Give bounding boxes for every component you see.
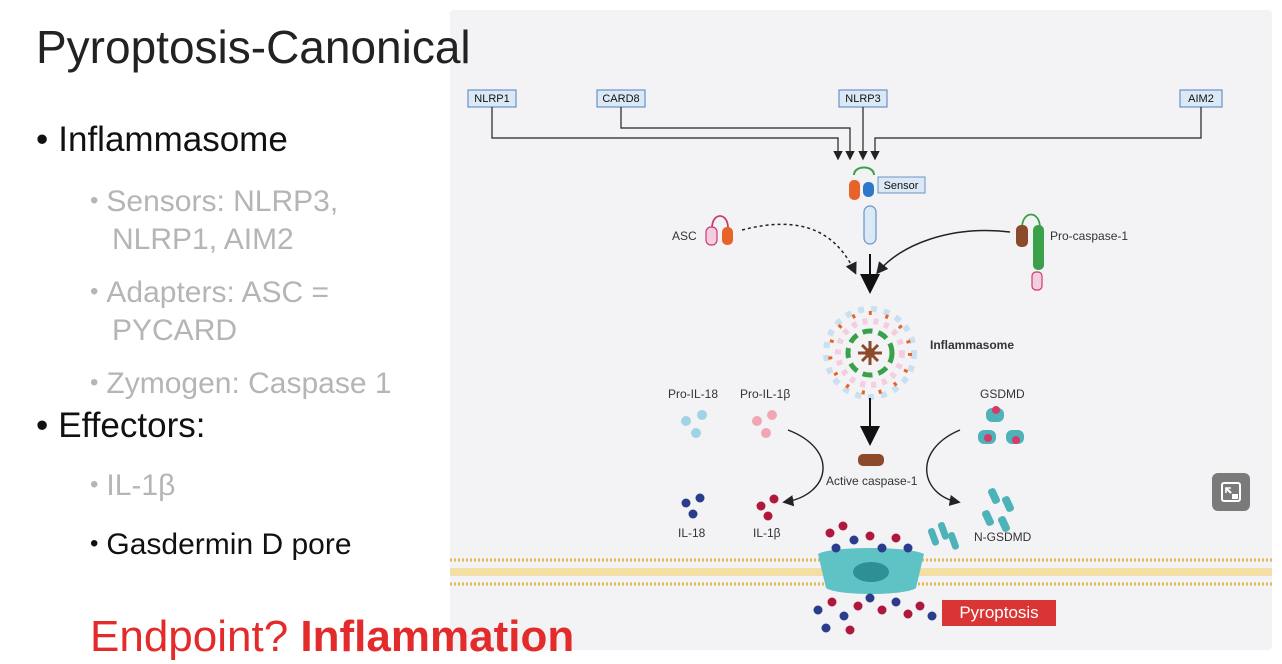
il18-molecules (681, 493, 705, 519)
sensor-box-nlrp3: NLRP3 (838, 89, 888, 108)
n-gsdmd-label: N-GSDMD (974, 530, 1032, 544)
il18-label: IL-18 (678, 526, 706, 540)
asc-adapter: ASC (672, 215, 733, 246)
sensor-arrows (491, 107, 1202, 161)
svg-text:Sensor: Sensor (884, 180, 919, 192)
sensor-box-nlrp1: NLRP1 (467, 89, 517, 108)
pyroptosis-diagram: NLRP1 CARD8 NLRP3 AIM2 (450, 10, 1272, 650)
released-cytokines-outside (813, 593, 937, 635)
bullet-il1b: IL-1β (90, 466, 352, 505)
svg-text:Pro-caspase-1: Pro-caspase-1 (1050, 229, 1128, 243)
pro-il18-molecules (681, 410, 707, 438)
gsdmd-molecules (978, 406, 1024, 444)
gsdmd-label: GSDMD (980, 387, 1025, 401)
svg-text:CARD8: CARD8 (602, 93, 639, 105)
bullet-effectors: Effectors: (36, 406, 205, 446)
released-cytokines-inside (825, 521, 913, 553)
sensor-box-card8: CARD8 (596, 89, 646, 108)
gsdmd-cleavage-arrow (926, 429, 961, 506)
sub-bullets-effectors: IL-1β Gasdermin D pore (90, 466, 352, 564)
sensor-protein: Sensor (849, 166, 926, 245)
svg-text:AIM2: AIM2 (1188, 93, 1214, 105)
slide-title: Pyroptosis-Canonical (36, 21, 471, 73)
il1b-cleavage-arrow (782, 429, 824, 507)
il1b-label: IL-1β (753, 526, 781, 540)
procaspase-arrow (876, 229, 1011, 275)
bullet-list-effectors: Effectors: (36, 406, 205, 446)
gasdermin-pore (818, 548, 924, 594)
pro-il18-label: Pro-IL-18 (668, 387, 718, 401)
diagram-canvas: NLRP1 CARD8 NLRP3 AIM2 (450, 89, 1272, 635)
sensor-box-aim2: AIM2 (1179, 89, 1223, 108)
bullet-gasdermin: Gasdermin D pore (90, 525, 351, 564)
svg-text:ASC: ASC (672, 229, 697, 243)
expand-button[interactable] (1212, 473, 1250, 511)
svg-text:NLRP3: NLRP3 (845, 93, 880, 105)
svg-text:NLRP1: NLRP1 (474, 93, 509, 105)
expand-icon (1221, 482, 1241, 502)
bullet-adapters: Adapters: ASC =PYCARD (90, 273, 392, 350)
bullet-list-inflammasome: Inflammasome (36, 120, 288, 160)
active-caspase-label: Active caspase-1 (826, 474, 918, 488)
bullet-sensors: Sensors: NLRP3,NLRP1, AIM2 (90, 182, 392, 259)
svg-text:Pyroptosis: Pyroptosis (959, 603, 1038, 622)
il1b-molecules (756, 494, 779, 521)
sub-bullets-inflammasome: Sensors: NLRP3,NLRP1, AIM2 Adapters: ASC… (90, 182, 392, 403)
pyroptosis-badge: Pyroptosis (942, 600, 1056, 626)
asc-arrow (741, 223, 857, 275)
inflammasome-label: Inflammasome (930, 338, 1014, 352)
n-gsdmd-fragments (981, 488, 1015, 532)
n-gsdmd-inserting (927, 522, 959, 550)
pro-caspase-1: Pro-caspase-1 (1016, 213, 1128, 291)
inflammasome-complex (823, 306, 917, 400)
active-caspase-1-icon (858, 454, 884, 466)
endpoint-statement: Endpoint? Inflammation (90, 612, 575, 661)
pro-il1b-molecules (752, 410, 777, 438)
bullet-zymogen: Zymogen: Caspase 1 (90, 364, 391, 403)
bullet-inflammasome: Inflammasome (36, 120, 288, 160)
pro-il1b-label: Pro-IL-1β (740, 387, 790, 401)
